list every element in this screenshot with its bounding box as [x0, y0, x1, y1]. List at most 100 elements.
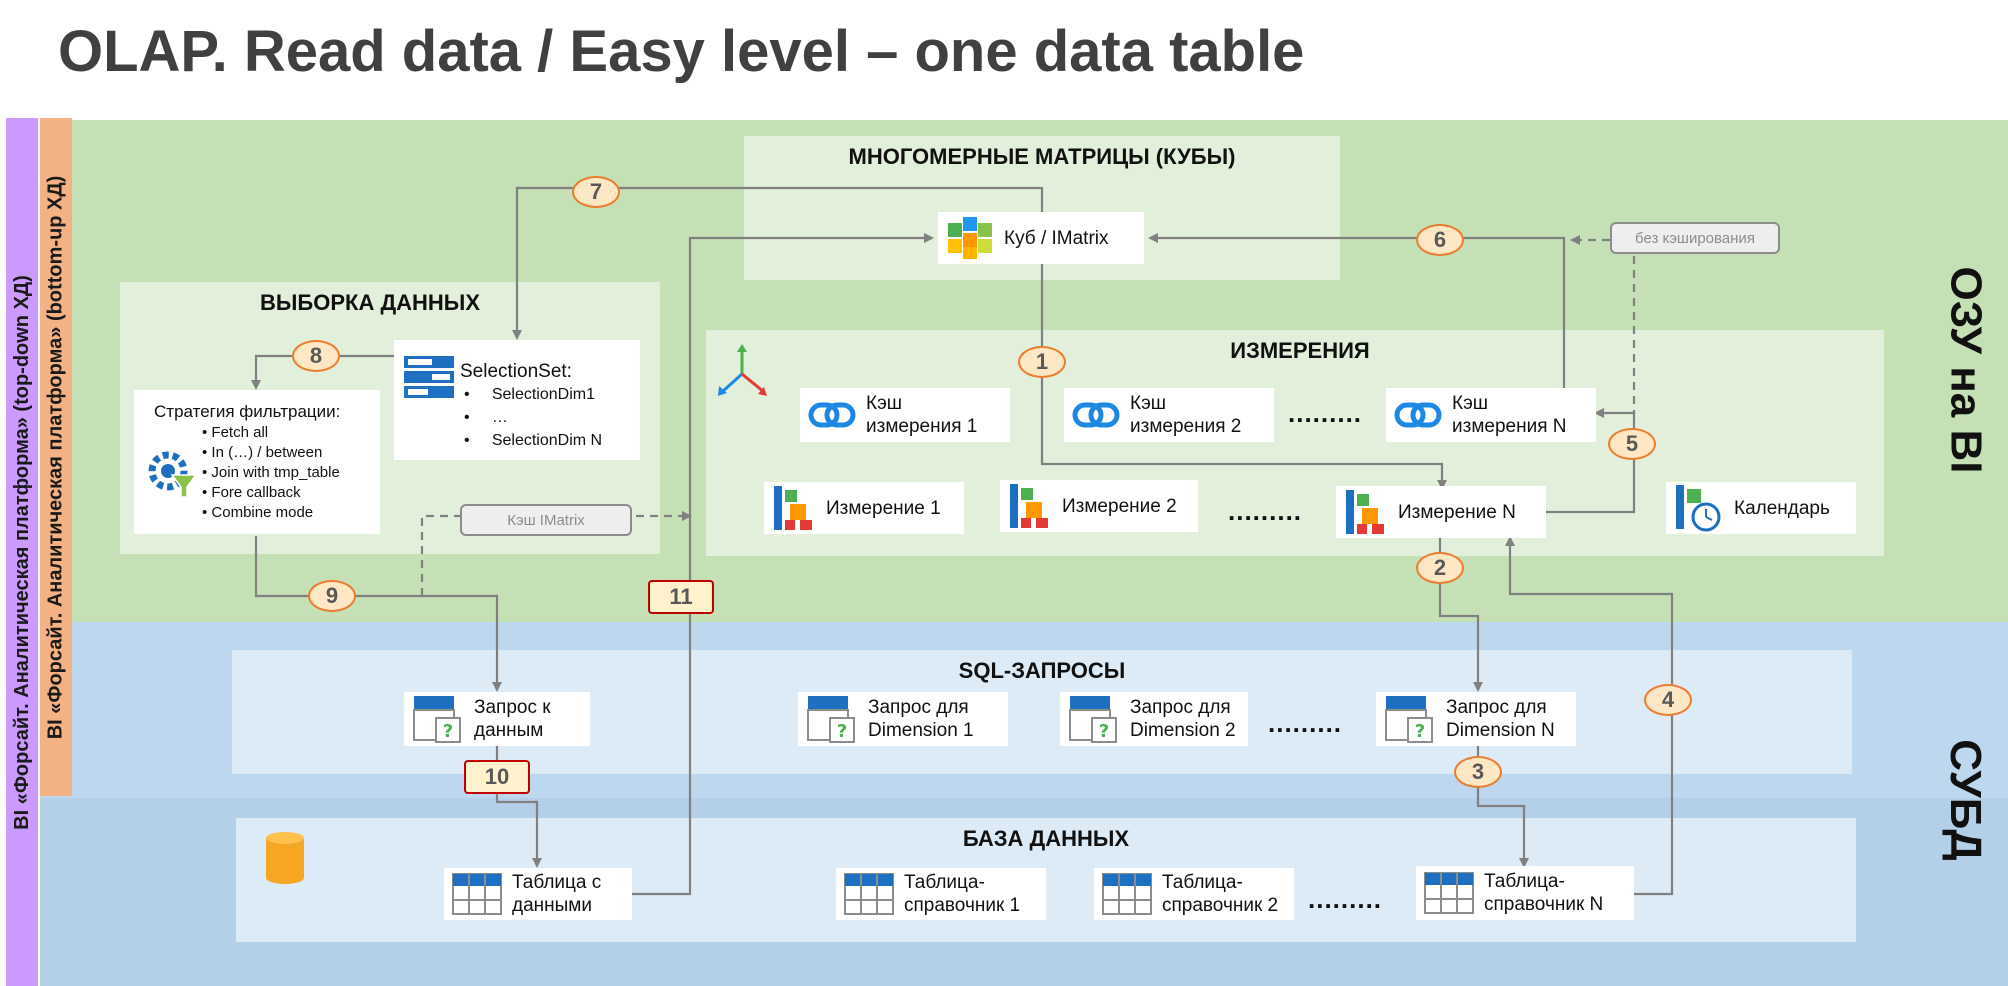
cache-dimension-1-node[interactable]: Кэш измерения 1: [800, 388, 1010, 442]
dimensions-panel-title: ИЗМЕРЕНИЯ: [1230, 338, 1370, 363]
dimension-2-node[interactable]: Измерение 2: [1000, 480, 1198, 532]
dimension-n-node[interactable]: Измерение N: [1336, 486, 1546, 538]
connector-9: [254, 536, 502, 692]
query-icon: ?: [1069, 696, 1117, 743]
cube-node[interactable]: Куб / IMatrix: [938, 212, 1144, 264]
dimension-icon: [1010, 484, 1048, 528]
strategy-item: • Fore callback: [202, 484, 301, 501]
table-ref2-line: справочник 2: [1162, 895, 1279, 916]
selection-set-text: SelectionSet: • SelectionDim1 • … • Sele…: [460, 360, 603, 452]
selection-set-item: • SelectionDim N: [464, 432, 603, 449]
connector-5: [1546, 408, 1636, 514]
cache-dimension-2-node[interactable]: Кэш измерения 2: [1064, 388, 1274, 442]
ellipsis: .........: [1268, 708, 1343, 738]
table-icon: [844, 873, 894, 915]
strategy-item: • Join with tmp_table: [202, 464, 340, 481]
cache-n-text: Кэш измерения N: [1452, 392, 1566, 438]
ellipsis: .........: [1308, 884, 1383, 914]
cache-dimension-n-node[interactable]: Кэш измерения N: [1386, 388, 1596, 442]
table-reference-2-node[interactable]: Таблица- справочник 2: [1094, 868, 1294, 920]
cache-n-line: Кэш: [1452, 393, 1489, 414]
query-dim2-line: Запрос для: [1130, 697, 1231, 718]
database-panel-title: БАЗА ДАННЫХ: [962, 826, 1130, 851]
dimension-n-label: Измерение N: [1398, 501, 1516, 523]
strategy-items: • Fetch all • In (…) / between • Join wi…: [202, 423, 340, 523]
connector-no-cache: [1610, 236, 1636, 413]
strategy-item: • In (…) / between: [202, 444, 323, 461]
sql-panel-title: SQL-ЗАПРОСЫ: [958, 658, 1126, 683]
query-dim1-line: Dimension 1: [868, 720, 974, 741]
link-icon: [1394, 402, 1442, 428]
query-dim2-text: Запрос для Dimension 2: [1130, 696, 1236, 742]
table-refn-line: справочник N: [1484, 894, 1604, 915]
strategy-title: Стратегия фильтрации:: [154, 402, 341, 421]
no-cache-pill: без кэширования: [1610, 222, 1780, 254]
calendar-node[interactable]: Календарь: [1666, 482, 1856, 534]
table-ref2-text: Таблица- справочник 2: [1162, 871, 1278, 917]
query-icon: ?: [807, 696, 855, 743]
step-badge-1: 1: [1018, 346, 1066, 378]
table-refn-line: Таблица-: [1484, 871, 1565, 892]
table-icon: [1424, 872, 1474, 914]
strategy-node[interactable]: Стратегия фильтрации: • Fetch all • In (…: [134, 390, 380, 534]
table-icon: [1102, 873, 1152, 915]
query-icon: ?: [1385, 696, 1433, 743]
cache-imatrix-pill: Кэш IMatrix: [460, 504, 632, 536]
table-ref1-line: Таблица-: [904, 872, 985, 893]
step-badge-3: 3: [1454, 756, 1502, 788]
selection-panel-title: ВЫБОРКА ДАННЫХ: [260, 290, 480, 315]
step-badge-9: 9: [308, 580, 356, 612]
query-dimension-1-node[interactable]: ? Запрос для Dimension 1: [798, 692, 1008, 746]
query-data-node[interactable]: ? Запрос к данным: [404, 692, 590, 746]
connector-4: [1505, 536, 1674, 896]
cache-1-text: Кэш измерения 1: [866, 392, 977, 438]
query-dimn-line: Dimension N: [1446, 720, 1555, 741]
link-icon: [1072, 402, 1120, 428]
selection-set-item: • SelectionDim1: [464, 386, 595, 403]
table-reference-1-node[interactable]: Таблица- справочник 1: [836, 868, 1046, 920]
table-ref1-line: справочник 1: [904, 895, 1021, 916]
query-data-line: данным: [474, 720, 544, 741]
outer-platform-strip: BI «Форсайт. Аналитическая платформа» (t…: [6, 118, 38, 986]
ellipsis: .........: [1228, 496, 1303, 526]
step-badge-4: 4: [1644, 684, 1692, 716]
cache-n-line: измерения N: [1452, 416, 1567, 437]
query-dimension-2-node[interactable]: ? Запрос для Dimension 2: [1060, 692, 1248, 746]
cache-2-line: измерения 2: [1130, 416, 1242, 437]
query-dim2-line: Dimension 2: [1130, 720, 1236, 741]
table-data-node[interactable]: Таблица с данными: [444, 868, 632, 920]
dimension-icon: [774, 486, 812, 530]
filter-gear-icon: [148, 451, 198, 498]
cache-2-text: Кэш измерения 2: [1130, 392, 1241, 438]
step-badge-2: 2: [1416, 552, 1464, 584]
step-badge-6: 6: [1416, 224, 1464, 256]
query-data-text: Запрос к данным: [474, 696, 551, 742]
step-badge-7: 7: [572, 176, 620, 208]
connector-11: [632, 233, 934, 896]
dimension-2-label: Измерение 2: [1062, 495, 1177, 517]
dimension-icon: [1346, 490, 1384, 534]
cube-icon: [948, 217, 992, 259]
dimension-1-node[interactable]: Измерение 1: [764, 482, 964, 534]
query-dimension-n-node[interactable]: ? Запрос для Dimension N: [1376, 692, 1576, 746]
connector-8: [251, 354, 394, 390]
cube-label: Куб / IMatrix: [1004, 227, 1109, 249]
step-badge-10: 10: [464, 760, 530, 794]
table-icon: [452, 873, 502, 915]
query-dim1-text: Запрос для Dimension 1: [868, 696, 974, 742]
connector-6: [1148, 233, 1566, 390]
svg-text:?: ?: [1099, 721, 1109, 742]
connector-1: [1040, 262, 1447, 490]
table-reference-n-node[interactable]: Таблица- справочник N: [1416, 866, 1634, 920]
selection-set-node[interactable]: SelectionSet: • SelectionDim1 • … • Sele…: [394, 340, 640, 460]
calendar-icon: [1676, 485, 1721, 532]
link-icon: [808, 402, 856, 428]
table-ref2-line: Таблица-: [1162, 872, 1243, 893]
selection-set-icon: [404, 356, 454, 398]
query-icon: ?: [413, 696, 461, 743]
cache-1-line: измерения 1: [866, 416, 978, 437]
database-icon: [266, 832, 304, 884]
strategy-item: • Fetch all: [202, 424, 269, 441]
step-badge-5: 5: [1608, 428, 1656, 460]
table-refn-text: Таблица- справочник N: [1484, 870, 1603, 916]
